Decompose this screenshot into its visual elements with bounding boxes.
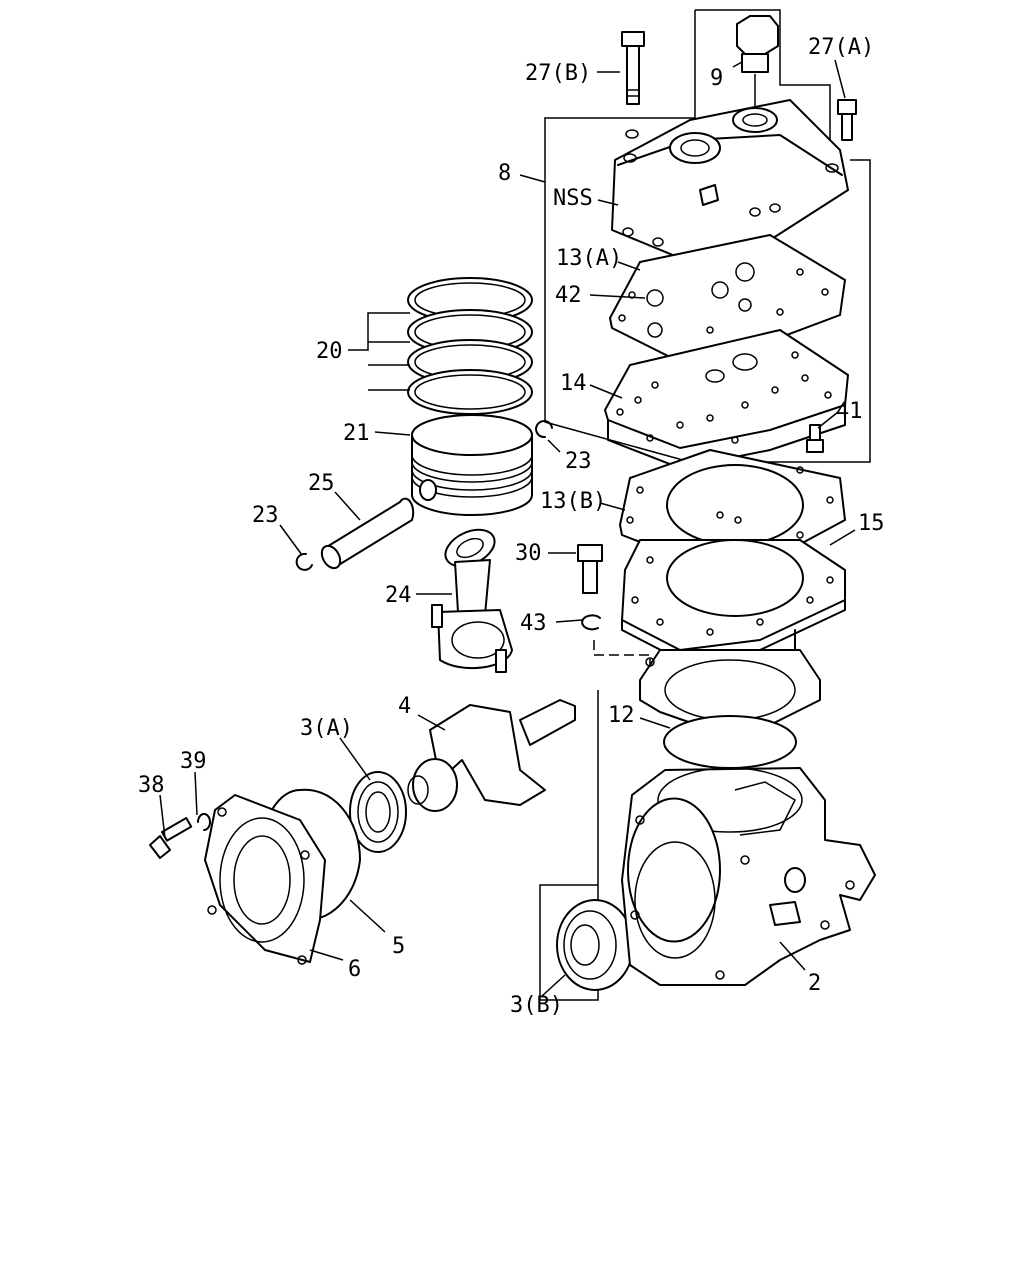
assembly-bracket-lines bbox=[539, 9, 871, 1001]
label-41: 41 bbox=[836, 399, 863, 424]
washer-39 bbox=[197, 813, 211, 831]
bolt-27b bbox=[621, 31, 645, 105]
piston-pin-25 bbox=[320, 497, 415, 570]
cylinder-head-8 bbox=[611, 99, 849, 259]
label-8: 8 bbox=[498, 161, 511, 186]
bearing-cover-6 bbox=[204, 794, 326, 965]
bearing-3a bbox=[349, 771, 407, 853]
crankcase-2 bbox=[621, 767, 876, 986]
bolt-38 bbox=[149, 817, 193, 859]
label-3a: 3(A) bbox=[300, 716, 353, 741]
label-5: 5 bbox=[392, 934, 405, 959]
snap-ring-23-right bbox=[535, 420, 553, 439]
callout-labels: 27(B) 9 27(A) 8 NSS 13(A) 42 14 41 20 21… bbox=[138, 35, 885, 1018]
label-14: 14 bbox=[560, 371, 587, 396]
label-38: 38 bbox=[138, 773, 165, 798]
fitting-9 bbox=[736, 15, 779, 110]
piston-rings-20 bbox=[407, 277, 533, 415]
bearing-3b bbox=[556, 899, 634, 991]
label-6: 6 bbox=[348, 957, 361, 982]
gasket-13a bbox=[609, 234, 846, 363]
label-23-left: 23 bbox=[252, 503, 279, 528]
label-43: 43 bbox=[520, 611, 547, 636]
label-30: 30 bbox=[515, 541, 542, 566]
bolt-27a bbox=[837, 99, 857, 141]
gasket-12 bbox=[663, 715, 797, 769]
cylinder-15 bbox=[621, 539, 846, 696]
label-42: 42 bbox=[555, 283, 582, 308]
label-27a: 27(A) bbox=[808, 35, 874, 60]
label-nss: NSS bbox=[553, 186, 593, 211]
label-20: 20 bbox=[316, 339, 343, 364]
bolt-30 bbox=[577, 544, 603, 594]
label-12: 12 bbox=[608, 703, 635, 728]
label-15: 15 bbox=[858, 511, 885, 536]
label-23-right: 23 bbox=[565, 449, 592, 474]
crankshaft-4 bbox=[407, 699, 576, 812]
gasket-13b bbox=[619, 449, 846, 566]
label-39: 39 bbox=[180, 749, 207, 774]
label-4: 4 bbox=[398, 694, 411, 719]
washer-43 bbox=[581, 614, 601, 631]
leader-lines bbox=[159, 59, 856, 997]
label-13a: 13(A) bbox=[556, 246, 622, 271]
label-3b: 3(B) bbox=[510, 993, 563, 1018]
label-9: 9 bbox=[710, 66, 723, 91]
label-25: 25 bbox=[308, 471, 335, 496]
label-21: 21 bbox=[343, 421, 370, 446]
bolt-41 bbox=[806, 424, 824, 453]
label-24: 24 bbox=[385, 583, 412, 608]
connecting-rod-24 bbox=[431, 528, 513, 673]
label-13b: 13(B) bbox=[540, 489, 606, 514]
piston-21 bbox=[411, 414, 533, 516]
label-2: 2 bbox=[808, 971, 821, 996]
snap-ring-23-left bbox=[295, 552, 313, 571]
label-27b: 27(B) bbox=[525, 61, 591, 86]
